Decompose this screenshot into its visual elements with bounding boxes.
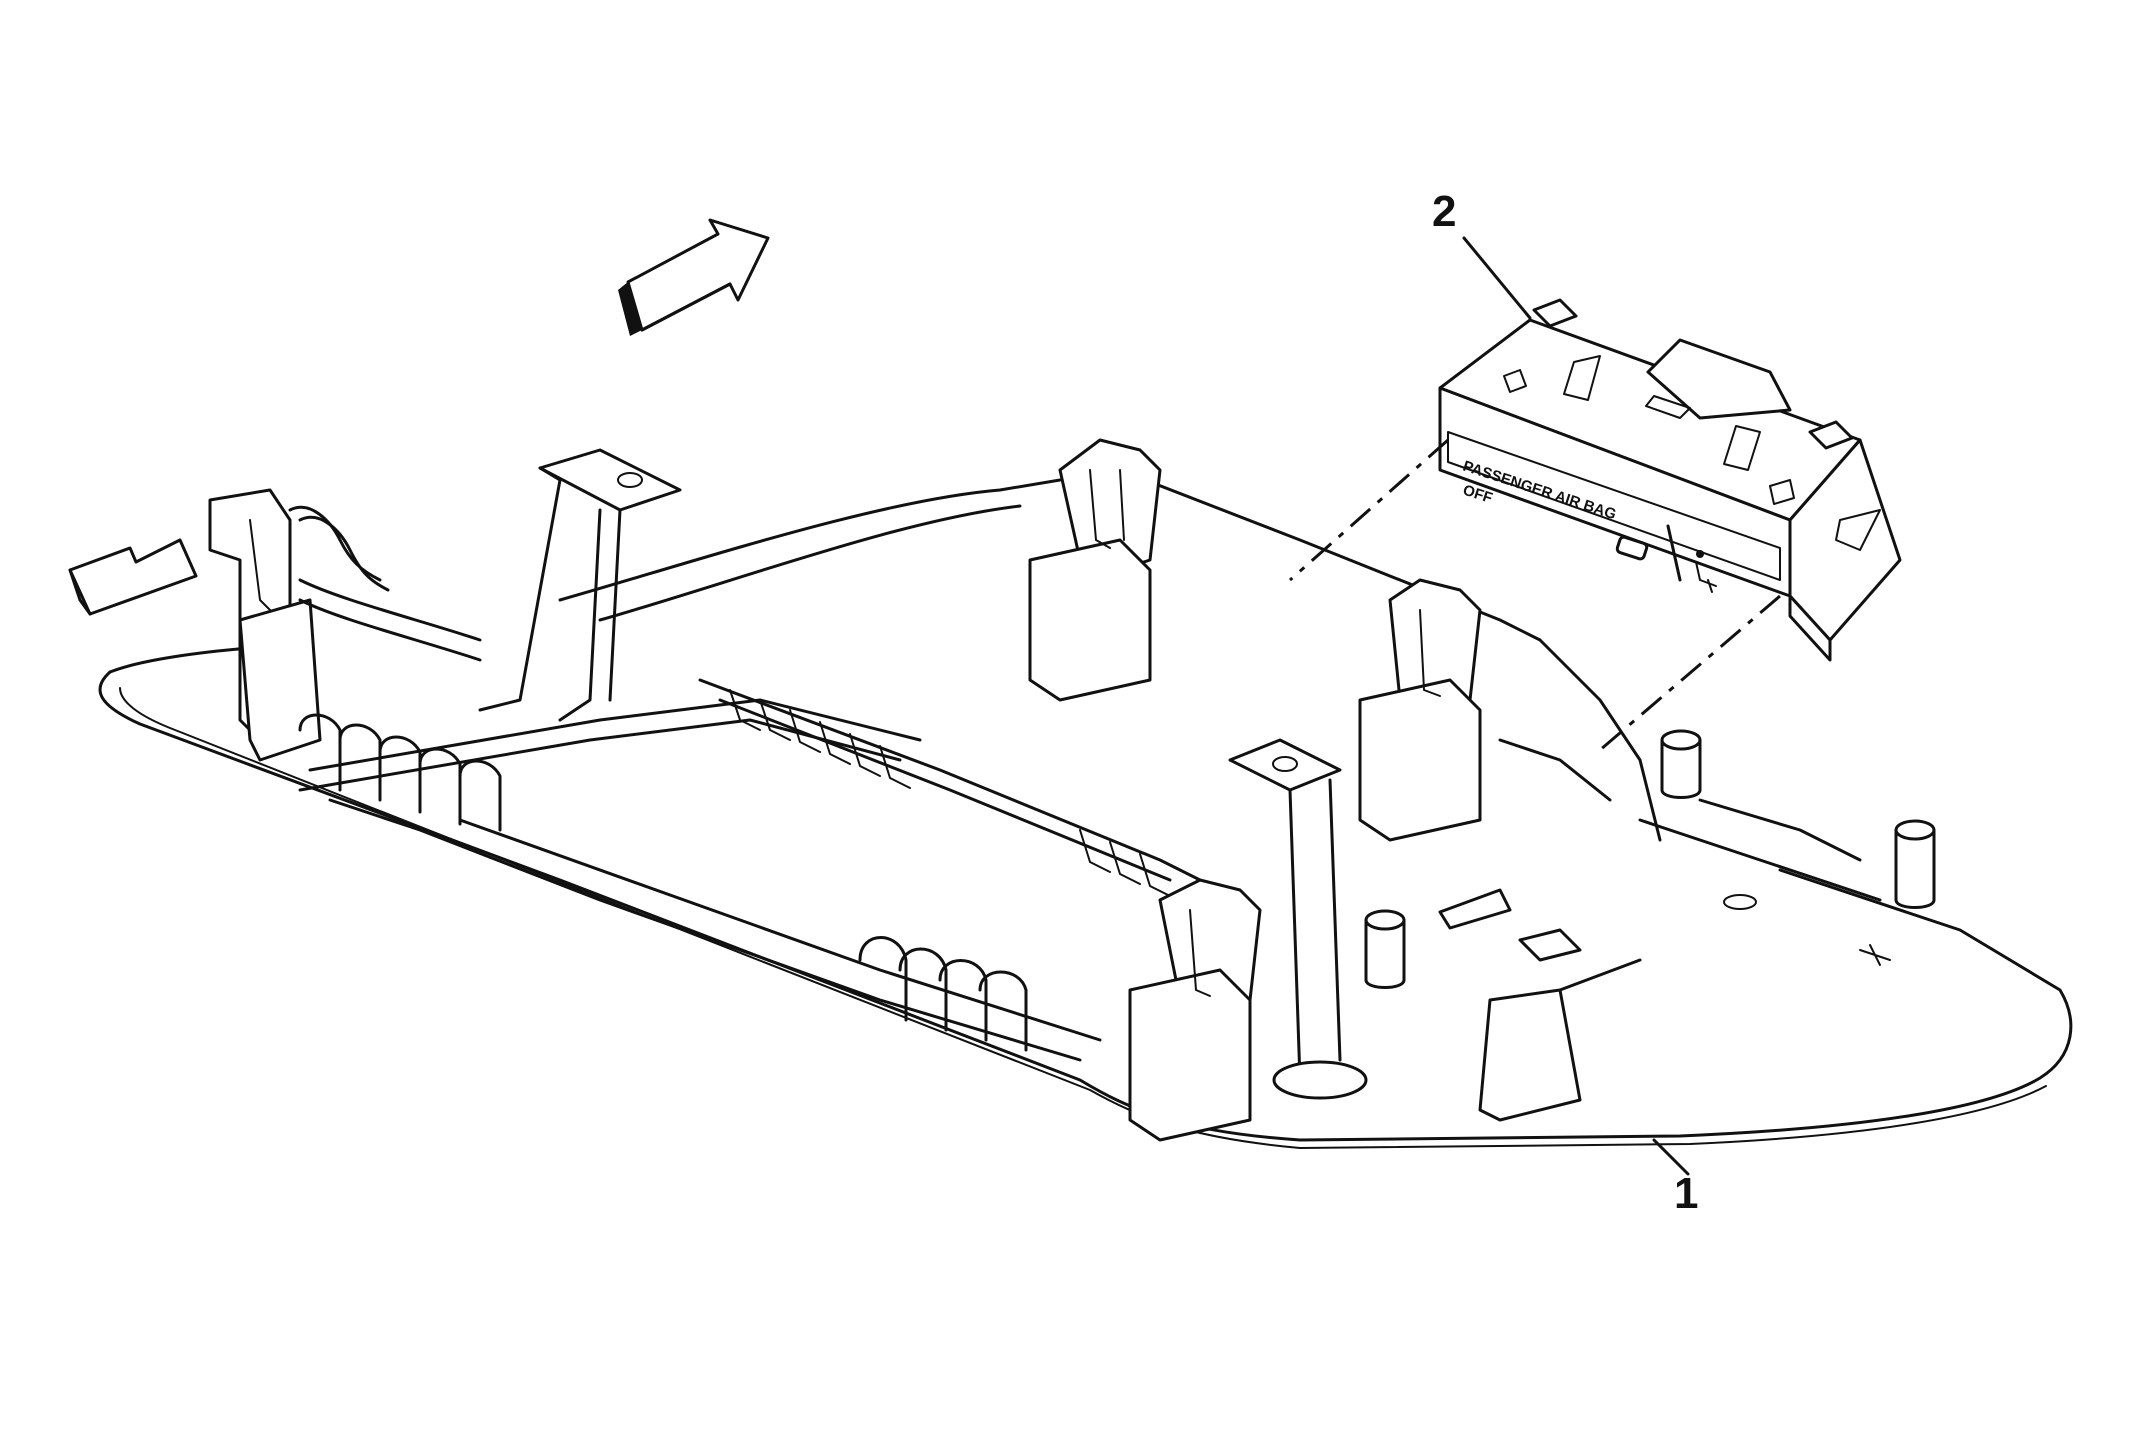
svg-text:2: 2 (1432, 187, 1456, 236)
indicator-lamp (1615, 535, 1649, 561)
direction-arrow-icon (618, 218, 770, 336)
trim-plate (68, 438, 2073, 1149)
callout-2: 2 (1432, 187, 1532, 320)
svg-text:1: 1 (1674, 1169, 1698, 1218)
passenger-seat-icon (1695, 550, 1717, 593)
passenger-air-bag-switch: PASSENGER AIR BAG OFF (1438, 298, 1902, 662)
callout-1: 1 (1652, 1138, 1698, 1218)
